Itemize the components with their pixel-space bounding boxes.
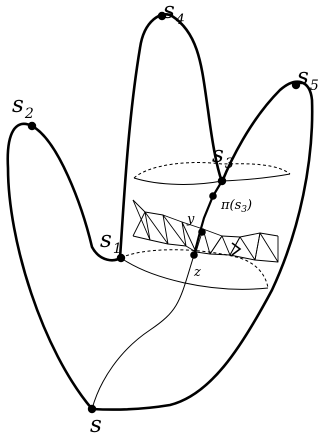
label-y: y (186, 212, 195, 227)
lower-ring-back (120, 249, 269, 289)
thick-path-s3-z (192, 180, 223, 256)
surface-outline (6, 13, 314, 411)
point-s5 (291, 80, 301, 90)
label-s3: s3 (212, 142, 234, 172)
label-z: z (193, 265, 201, 280)
upper-ring-back (133, 162, 291, 179)
point-s3 (217, 176, 227, 186)
point-y (198, 228, 206, 236)
label-s-base: s (90, 412, 102, 438)
point-z (190, 251, 198, 259)
band-arrow (231, 242, 242, 256)
lower-ring-front (120, 257, 269, 290)
point-s2 (27, 121, 37, 131)
label-s2: s2 (12, 92, 34, 122)
label-pi-s3: π(s3) (220, 198, 252, 215)
band-bottom-edge (132, 235, 279, 263)
point-s4 (157, 11, 167, 21)
label-s4: s4 (163, 0, 185, 28)
upper-ring-front (133, 173, 291, 185)
point-s1 (116, 253, 126, 263)
thin-path-z-s (91, 254, 195, 410)
point-s (87, 404, 97, 414)
label-s1: s1 (100, 227, 122, 257)
point-pi-s3 (209, 192, 217, 200)
label-s5: s5 (297, 64, 319, 94)
